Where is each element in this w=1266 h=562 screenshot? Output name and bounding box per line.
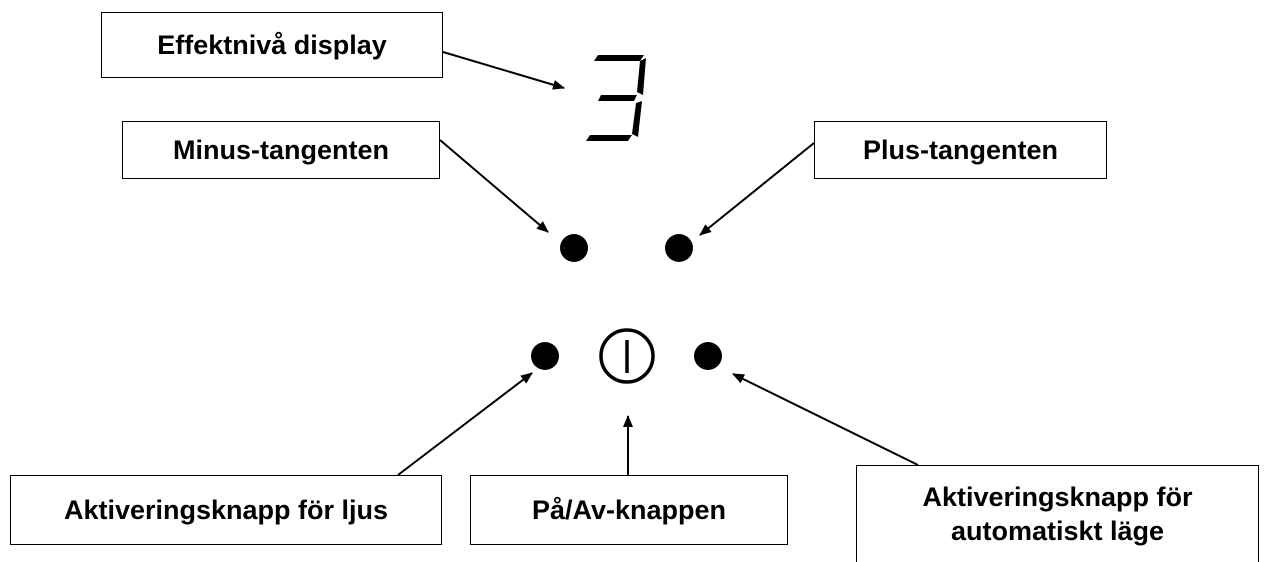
light-activation-key[interactable] — [531, 342, 559, 370]
display-label: Effektnivå display — [157, 30, 387, 60]
display-segment-top — [594, 55, 644, 61]
minus-key[interactable] — [560, 234, 588, 262]
minus-label: Minus-tangenten — [173, 135, 389, 165]
auto-label-box: Aktiveringsknapp för automatiskt läge — [856, 465, 1259, 562]
auto-mode-key[interactable] — [694, 342, 722, 370]
arrow-to-light-key — [397, 372, 533, 476]
display-label-box: Effektnivå display — [101, 12, 443, 78]
power-key[interactable] — [599, 328, 655, 384]
arrow-to-minus-key — [439, 139, 549, 233]
power-label: På/Av-knappen — [531, 495, 727, 525]
arrow-to-plus-key — [699, 142, 815, 236]
display-segment-lower-right — [632, 101, 642, 137]
power-icon — [599, 328, 655, 384]
power-label-box: På/Av-knappen — [470, 475, 788, 545]
display-segment-middle — [598, 95, 637, 101]
display-segment-upper-right — [637, 58, 646, 95]
display-segment-bottom — [586, 135, 632, 141]
plus-label-box: Plus-tangenten — [814, 121, 1107, 179]
light-label: Aktiveringsknapp för ljus — [63, 495, 389, 525]
plus-key[interactable] — [665, 234, 693, 262]
arrow-to-display — [442, 51, 565, 90]
auto-label: Aktiveringsknapp för automatiskt läge — [922, 482, 1193, 546]
arrow-to-auto-key — [732, 373, 919, 466]
plus-label: Plus-tangenten — [862, 135, 1058, 165]
light-label-box: Aktiveringsknapp för ljus — [10, 475, 442, 545]
power-level-display — [586, 55, 646, 141]
minus-label-box: Minus-tangenten — [122, 121, 440, 179]
